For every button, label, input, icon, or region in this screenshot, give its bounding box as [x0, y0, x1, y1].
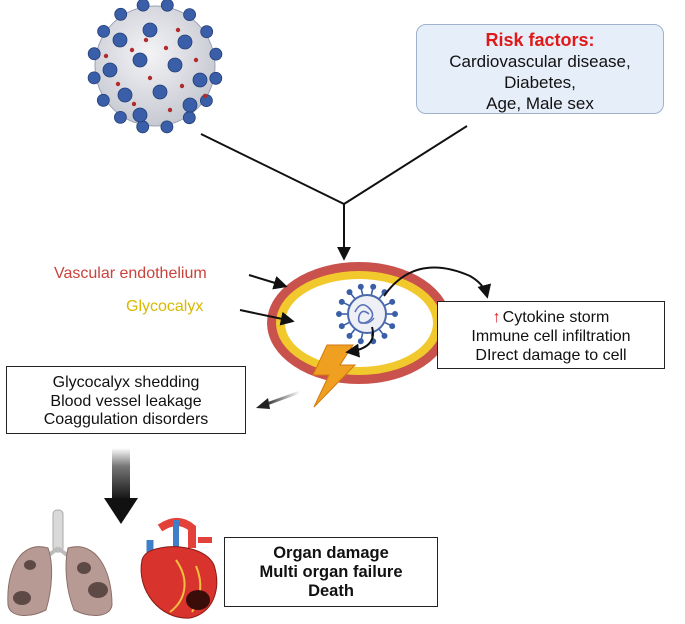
pointer-vascular [248, 274, 288, 290]
organ-damage-box: Organ damage Multi organ failure Death [224, 537, 438, 607]
risk-factor-line: Cardiovascular disease, [449, 52, 631, 71]
immune-infiltration-text: Immune cell infiltration [471, 328, 631, 345]
vascular-endothelium-label: Vascular endothelium [54, 265, 207, 282]
cytokine-box: ↑Cytokine storm Immune cell infiltration… [437, 301, 665, 369]
risk-factors-box: Risk factors: Cardiovascular disease, Di… [416, 24, 664, 114]
arrow-to-shedding [256, 390, 301, 409]
cytokine-storm-text: Cytokine storm [502, 309, 610, 326]
heart-icon [140, 518, 218, 619]
risk-factor-line: Diabetes, [504, 73, 576, 92]
up-arrow-icon: ↑ [492, 309, 501, 326]
organ-line: Death [308, 582, 354, 600]
cytokine-line: ↑Cytokine storm [438, 308, 664, 327]
coronavirus-icon [87, 0, 223, 134]
arrow-to-cytokine [383, 266, 492, 299]
small-virus-icon [335, 283, 398, 345]
lungs-icon [7, 509, 113, 616]
arrow-virus-to-bolt [345, 326, 374, 358]
shedding-line: Glycocalyx shedding [52, 374, 200, 391]
convergence-lines [200, 125, 468, 261]
shedding-line: Coaggulation disorders [43, 411, 209, 428]
pointer-glycocalyx [239, 309, 295, 326]
shedding-line: Blood vessel leakage [50, 392, 202, 410]
glycocalyx-shedding-box: Glycocalyx shedding Blood vessel leakage… [6, 366, 246, 434]
risk-factor-line: Age, Male sex [486, 94, 594, 113]
big-down-arrow [104, 448, 138, 524]
organ-line: Organ damage [273, 544, 389, 562]
risk-factors-title: Risk factors: [485, 30, 595, 50]
glycocalyx-label: Glycocalyx [126, 298, 204, 315]
organ-line: Multi organ failure [259, 563, 403, 581]
direct-damage-text: DIrect damage to cell [475, 347, 627, 364]
